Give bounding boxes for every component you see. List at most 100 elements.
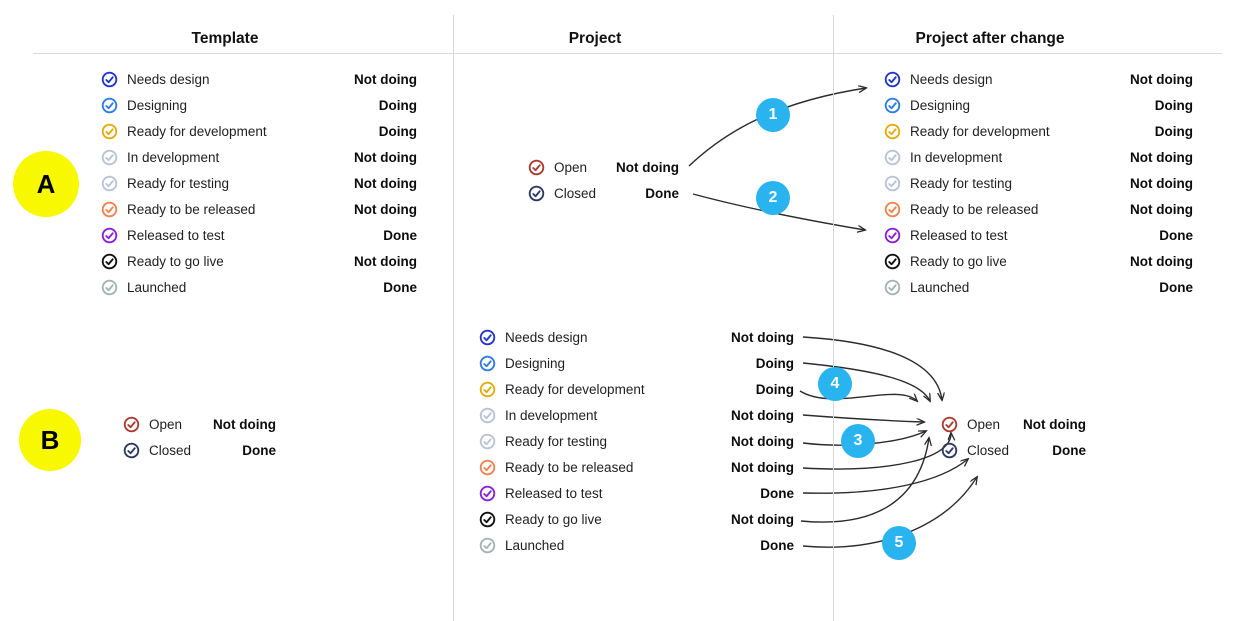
status-label: Needs design	[505, 329, 588, 345]
status-label: Ready for development	[910, 123, 1050, 139]
status-row: Needs design Not doing	[479, 324, 794, 350]
status-row: Launched Done	[479, 532, 794, 558]
status-check-icon	[479, 381, 496, 398]
status-row: Closed Done	[528, 180, 679, 206]
status-label: Closed	[554, 185, 597, 201]
status-label: In development	[910, 149, 1003, 165]
status-label: Designing	[127, 97, 188, 113]
status-value: Not doing	[731, 433, 794, 449]
status-value: Done	[1052, 442, 1086, 458]
status-label: Ready to be released	[910, 201, 1039, 217]
status-check-icon	[101, 227, 118, 244]
status-value: Not doing	[1130, 201, 1193, 217]
status-value: Doing	[378, 123, 417, 139]
status-value: Done	[383, 279, 417, 295]
status-check-icon	[479, 433, 496, 450]
status-check-icon	[479, 355, 496, 372]
status-row: Open Not doing	[941, 411, 1086, 437]
status-row: Closed Done	[941, 437, 1086, 463]
status-label: Open	[554, 159, 588, 175]
status-row: Open Not doing	[123, 411, 276, 437]
status-value: Not doing	[354, 175, 417, 191]
status-check-icon	[884, 97, 901, 114]
status-check-icon	[884, 253, 901, 270]
status-value: Not doing	[1130, 149, 1193, 165]
status-check-icon	[941, 416, 958, 433]
status-check-icon	[101, 97, 118, 114]
status-row: Needs design Not doing	[884, 66, 1193, 92]
status-row: Released to test Done	[479, 480, 794, 506]
marker-a-badge: A	[13, 151, 79, 217]
status-label: Needs design	[910, 71, 993, 87]
status-row: Ready to go live Not doing	[101, 248, 417, 274]
status-check-icon	[101, 253, 118, 270]
status-value: Done	[760, 537, 794, 553]
status-row: Launched Done	[101, 274, 417, 300]
status-label: Ready to go live	[910, 253, 1007, 269]
status-label: Launched	[127, 279, 187, 295]
status-row: Ready to be released Not doing	[101, 196, 417, 222]
status-label: Ready for testing	[505, 433, 608, 449]
status-value: Not doing	[354, 149, 417, 165]
status-label: Ready to go live	[127, 253, 224, 269]
status-check-icon	[884, 227, 901, 244]
status-label: Closed	[149, 442, 192, 458]
status-value: Not doing	[1130, 253, 1193, 269]
status-check-icon	[101, 123, 118, 140]
status-check-icon	[479, 485, 496, 502]
status-label: Released to test	[910, 227, 1008, 243]
arrow-released-to-test-to-closed	[802, 459, 968, 494]
status-label: Designing	[910, 97, 971, 113]
status-check-icon	[884, 175, 901, 192]
status-label: Ready for development	[505, 381, 645, 397]
status-label: Launched	[505, 537, 565, 553]
step-1-badge: 1	[756, 98, 790, 132]
after-change-status-list: Needs design Not doing Designing Doing R…	[884, 66, 1193, 300]
status-check-icon	[123, 416, 140, 433]
status-value: Done	[1159, 227, 1193, 243]
status-row: In development Not doing	[479, 402, 794, 428]
status-check-icon	[479, 511, 496, 528]
arrow-needs-design-to-open	[802, 336, 942, 400]
status-row: In development Not doing	[101, 144, 417, 170]
status-row: Ready for development Doing	[101, 118, 417, 144]
status-row: Ready to be released Not doing	[884, 196, 1193, 222]
arrow-designing-to-open	[802, 362, 930, 401]
status-label: Ready to go live	[505, 511, 602, 527]
status-check-icon	[101, 201, 118, 218]
status-value: Not doing	[731, 459, 794, 475]
status-value: Doing	[755, 381, 794, 397]
status-check-icon	[101, 71, 118, 88]
status-check-icon	[884, 149, 901, 166]
status-value: Not doing	[1130, 175, 1193, 191]
status-label: Released to test	[127, 227, 225, 243]
project-status-list: Needs design Not doing Designing Doing R…	[479, 324, 794, 558]
status-row: Ready for testing Not doing	[884, 170, 1193, 196]
status-value: Doing	[755, 355, 794, 371]
status-row: Released to test Done	[884, 222, 1193, 248]
status-value: Not doing	[731, 407, 794, 423]
status-row: Launched Done	[884, 274, 1193, 300]
status-value: Done	[1159, 279, 1193, 295]
status-row: Ready to go live Not doing	[479, 506, 794, 532]
status-check-icon	[101, 279, 118, 296]
status-row: Ready for testing Not doing	[479, 428, 794, 454]
template-issue-status-list: Open Not doing Closed Done	[123, 411, 276, 463]
status-check-icon	[941, 442, 958, 459]
step-2-badge: 2	[756, 181, 790, 215]
status-check-icon	[479, 537, 496, 554]
status-value: Done	[645, 185, 679, 201]
status-row: Designing Doing	[884, 92, 1193, 118]
status-row: Ready for testing Not doing	[101, 170, 417, 196]
marker-b-badge: B	[19, 409, 81, 471]
status-label: Needs design	[127, 71, 210, 87]
status-label: Open	[967, 416, 1001, 432]
status-label: Ready for testing	[127, 175, 230, 191]
status-label: Designing	[505, 355, 566, 371]
status-value: Done	[760, 485, 794, 501]
status-row: In development Not doing	[884, 144, 1193, 170]
project-issue-status-list: Open Not doing Closed Done	[528, 154, 679, 206]
status-value: Not doing	[354, 253, 417, 269]
